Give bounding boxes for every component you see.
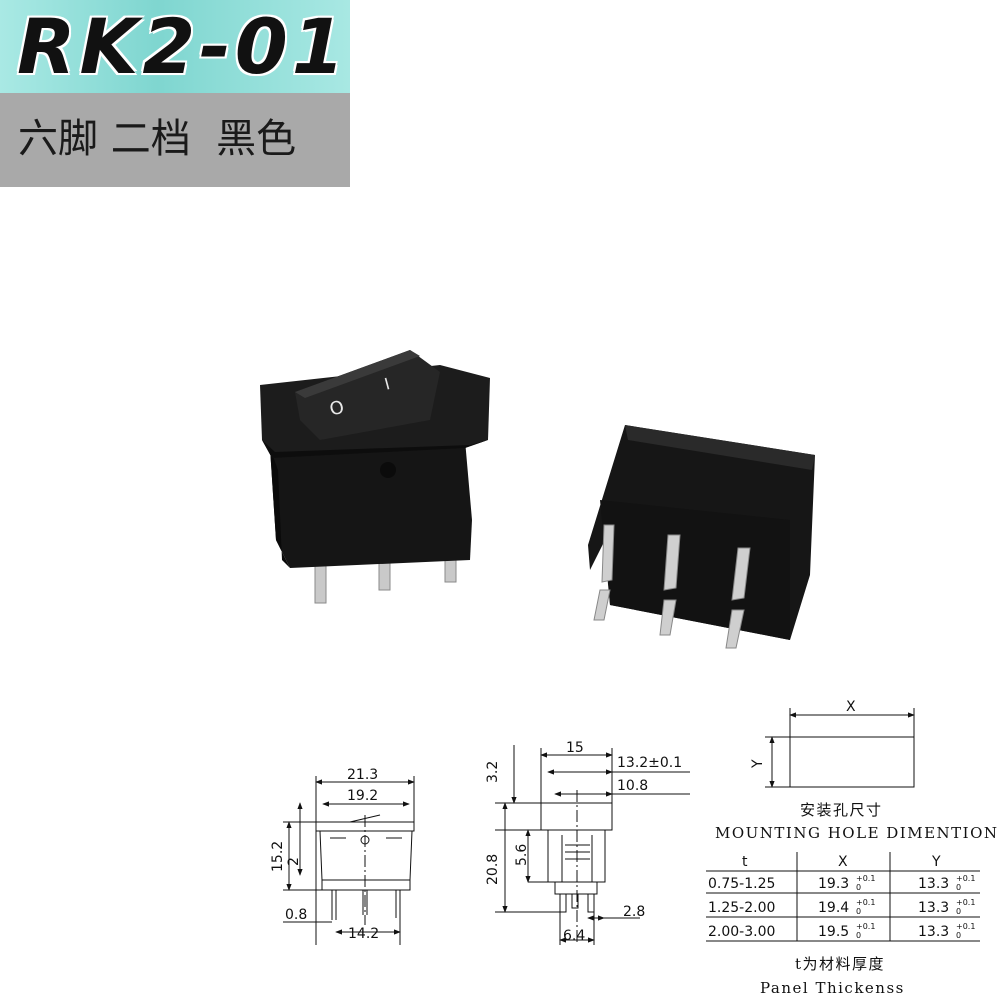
terminal-pin — [601, 524, 615, 583]
switch-photo-front: O I — [260, 350, 490, 604]
dim-body-height: 5.6 — [514, 844, 530, 866]
tol-lower: 0 — [856, 883, 861, 892]
model-banner: RK2-01 — [0, 0, 350, 93]
mounting-y-label: Y — [750, 759, 766, 769]
mounting-table — [706, 852, 980, 942]
tol-lower: 0 — [856, 907, 861, 916]
switch-body — [270, 440, 472, 568]
table-row-x: 19.4 — [818, 900, 849, 916]
off-symbol: O — [327, 397, 346, 421]
mounting-title-cn: 安装孔尺寸 — [800, 801, 883, 819]
dim-pin-span: 14.2 — [348, 926, 379, 942]
table-row-t: 1.25-2.00 — [708, 900, 775, 916]
mounting-title-en: MOUNTING HOLE DIMENTION — [715, 824, 999, 842]
terminal-pin — [659, 599, 677, 636]
mounting-x-label: X — [846, 699, 856, 715]
table-header-t: t — [742, 854, 748, 870]
table-row-t: 0.75-1.25 — [708, 876, 775, 892]
terminal-pin — [731, 547, 751, 601]
product-subtitle: 六脚 二档 黑色 — [18, 116, 297, 162]
table-row-x: 19.5 — [818, 924, 849, 940]
rocker — [295, 350, 440, 440]
front-view-drawing — [283, 776, 415, 945]
table-row-y: 13.3 — [918, 924, 949, 940]
tol-lower: 0 — [956, 931, 961, 940]
table-header-x: X — [838, 854, 848, 870]
dim-flange: 3.2 — [485, 761, 501, 783]
panel-thickness-note-en: Panel Thickenss — [760, 979, 905, 997]
table-row-y: 13.3 — [918, 900, 949, 916]
terminal-pin — [725, 609, 745, 649]
side-view-drawing — [495, 745, 690, 945]
mounting-hole — [380, 462, 396, 478]
tol-upper: +0.1 — [856, 898, 875, 907]
dim-width-outer: 21.3 — [347, 767, 378, 783]
tol-upper: +0.1 — [856, 874, 875, 883]
tol-upper: +0.1 — [956, 874, 975, 883]
table-header-y: Y — [931, 854, 941, 870]
model-number: RK2-01 — [17, 2, 349, 91]
table-row-t: 2.00-3.00 — [708, 924, 775, 940]
terminal-pin — [663, 534, 681, 591]
dim-width-top: 15 — [566, 740, 584, 756]
dim-height: 15.2 — [270, 841, 286, 872]
dim-hole: 13.2±0.1 — [617, 755, 682, 771]
tol-lower: 0 — [956, 907, 961, 916]
dim-width-inner: 19.2 — [347, 788, 378, 804]
on-symbol: I — [382, 374, 391, 394]
table-row-y: 13.3 — [918, 876, 949, 892]
dim-total-height: 20.8 — [485, 854, 501, 885]
dim-pin-span: 6.4 — [563, 928, 585, 944]
terminal-pin — [593, 589, 611, 621]
panel-thickness-note-cn: t为材料厚度 — [795, 955, 885, 973]
tol-upper: +0.1 — [856, 922, 875, 931]
dim-rocker: 2 — [286, 857, 302, 866]
dim-pin-width: 0.8 — [285, 907, 307, 923]
tol-lower: 0 — [856, 931, 861, 940]
dim-inner: 10.8 — [617, 778, 648, 794]
mounting-hole-diagram — [765, 708, 915, 788]
subtitle-banner: 六脚 二档 黑色 — [0, 93, 350, 187]
tol-upper: +0.1 — [956, 898, 975, 907]
switch-photo-back — [588, 425, 815, 649]
dim-pin-pitch: 2.8 — [623, 904, 645, 920]
tol-upper: +0.1 — [956, 922, 975, 931]
table-row-x: 19.3 — [818, 876, 849, 892]
tol-lower: 0 — [956, 883, 961, 892]
